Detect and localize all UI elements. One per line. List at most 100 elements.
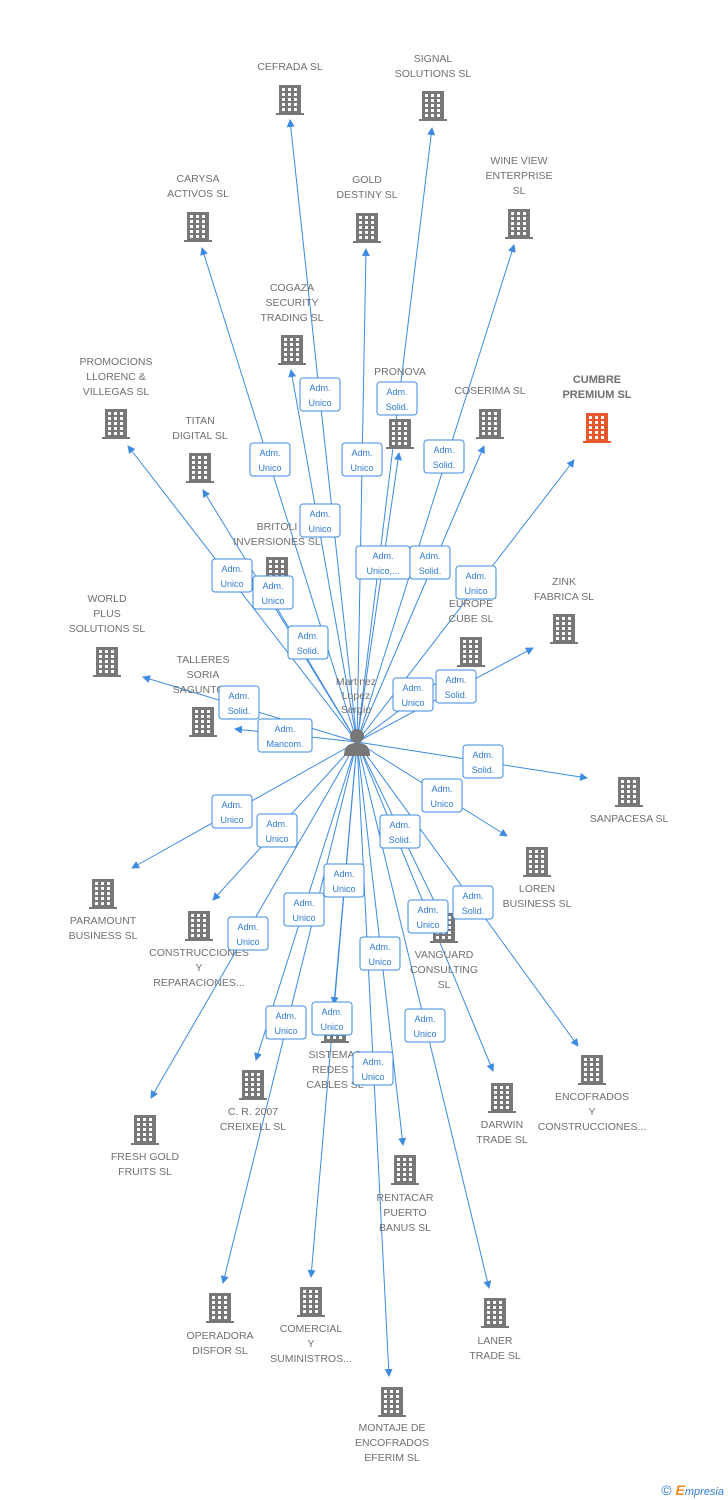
role-badge-europecube[interactable]: Adm.Unico	[392, 677, 434, 712]
role-badge-text-line-2: Unico	[332, 884, 355, 894]
company-label-wineview-line-1: WINE VIEW	[490, 155, 547, 167]
role-badge-signal[interactable]: Adm.Solid.	[409, 545, 451, 580]
footer-brand[interactable]: ©Empresia	[661, 1482, 724, 1498]
role-badge-laner[interactable]: Adm.Unico	[404, 1008, 446, 1043]
role-badge-talleres2[interactable]: Adm.Mancom.	[257, 718, 313, 753]
role-badge-construcciones[interactable]: Adm.Unico	[256, 813, 298, 848]
company-label-worldplus-line-3: SOLUTIONS SL	[69, 623, 146, 635]
role-badge-box	[392, 677, 434, 712]
role-badge-rentacar[interactable]: Adm.Unico	[359, 936, 401, 971]
role-badge-box	[265, 1005, 307, 1040]
company-node-comercial[interactable]: COMERCIALYSUMINISTROS...	[270, 1287, 352, 1365]
role-badge-cr2007[interactable]: Adm.Unico	[283, 892, 325, 927]
role-badge-paramount[interactable]: Adm.Unico	[211, 794, 253, 829]
role-badge-titan[interactable]: Adm.Unico	[252, 575, 294, 610]
role-badge-comercial[interactable]: Adm.Unico	[311, 1001, 353, 1036]
role-badge-text-line-2: Solid.	[297, 646, 320, 656]
role-badge-britoli[interactable]: Adm.Unico	[299, 503, 341, 538]
company-label-zink-line-2: FABRICA SL	[534, 591, 594, 603]
role-badge-box	[455, 565, 497, 600]
role-badge-carysa[interactable]: Adm.Unico	[249, 442, 291, 477]
role-badge-cogaza[interactable]: Adm.Unico	[299, 377, 341, 412]
building-icon	[184, 212, 212, 242]
role-badge-promociones[interactable]: Adm.Unico	[211, 558, 253, 593]
role-badge-text-line-2: Unico	[401, 698, 424, 708]
role-badge-coserima[interactable]: Adm.Solid.	[423, 439, 465, 474]
company-label-freshgold-line-2: FRUITS SL	[118, 1166, 172, 1178]
building-icon	[391, 1155, 419, 1185]
role-badge-text-line-2: Unico	[261, 596, 284, 606]
role-badge-wineview[interactable]: Adm.Unico,...	[355, 545, 411, 580]
role-badge-zink[interactable]: Adm.Solid.	[435, 669, 477, 704]
company-label-montaje-line-3: EFERIM SL	[364, 1452, 420, 1464]
role-badge-golddestiny[interactable]: Adm.Unico	[341, 442, 383, 477]
company-label-comercial-line-1: COMERCIAL	[280, 1323, 343, 1335]
company-node-construcciones[interactable]: CONSTRUCCIONESYREPARACIONES...	[149, 911, 249, 989]
role-badge-text-line-1: Adm.	[386, 387, 407, 397]
role-badge-sanpacesa[interactable]: Adm.Solid.	[462, 744, 504, 779]
company-label-pronova-line-1: PRONOVA	[374, 366, 426, 378]
role-badge-encofrados[interactable]: Adm.Solid.	[452, 885, 494, 920]
role-badge-talleres[interactable]: Adm.Solid.	[287, 625, 329, 660]
role-badge-box	[249, 442, 291, 477]
company-label-britoli-line-1: BRITOLI	[257, 521, 298, 533]
company-label-darwin-line-1: DARWIN	[481, 1119, 523, 1131]
role-badge-text-line-1: Adm.	[462, 891, 483, 901]
company-label-worldplus-line-1: WORLD	[87, 593, 127, 605]
role-badge-box	[452, 885, 494, 920]
role-badge-montaje[interactable]: Adm.Unico	[352, 1051, 394, 1086]
role-badge-worldplus[interactable]: Adm.Solid.	[218, 685, 260, 720]
company-node-coserima[interactable]: COSERIMA SL	[454, 385, 526, 439]
edge-golddestiny	[356, 248, 370, 743]
company-label-talleres-line-2: SORIA	[187, 669, 220, 681]
building-icon	[505, 209, 533, 239]
role-badge-text-line-2: Unico	[258, 463, 281, 473]
role-badge-text-line-2: Solid.	[433, 460, 456, 470]
role-badge-text-line-1: Adm.	[333, 869, 354, 879]
role-badge-vanguard2[interactable]: Adm.Unico	[407, 899, 449, 934]
company-node-talleres[interactable]: TALLERESSORIASAGUNTO...	[173, 654, 233, 737]
role-badge-box	[211, 558, 253, 593]
role-badge-pronova[interactable]: Adm.Solid.	[376, 381, 418, 416]
role-badge-vanguard[interactable]: Adm.Solid.	[379, 814, 421, 849]
center-person[interactable]: Martinez Lopez Sergio	[336, 676, 376, 756]
company-label-carysa-line-1: CARYSA	[177, 173, 220, 185]
company-node-sanpacesa[interactable]: SANPACESA SL	[590, 777, 669, 825]
building-icon	[353, 213, 381, 243]
company-node-cefrada[interactable]: CEFRADA SL	[257, 61, 323, 115]
role-badge-loren[interactable]: Adm.Unico	[421, 778, 463, 813]
role-badge-text-line-2: Unico	[236, 937, 259, 947]
role-badge-box	[218, 685, 260, 720]
role-badge-operadora[interactable]: Adm.Unico	[265, 1005, 307, 1040]
role-badge-box	[376, 381, 418, 416]
building-icon	[550, 614, 578, 644]
role-layer: Adm.UnicoAdm.Solid.Adm.Solid.Adm.UnicoAd…	[211, 377, 504, 1086]
role-badge-cumbre[interactable]: Adm.Unico	[455, 565, 497, 600]
company-node-encofrados[interactable]: ENCOFRADOSYCONSTRUCCIONES...	[538, 1055, 647, 1133]
company-label-laner-line-1: LANER	[477, 1335, 512, 1347]
person-icon	[344, 729, 370, 756]
role-badge-sistemas[interactable]: Adm. Unico	[323, 863, 365, 898]
company-label-encofrados-line-2: Y	[588, 1106, 595, 1118]
role-badge-freshgold[interactable]: Adm.Unico	[227, 916, 269, 951]
